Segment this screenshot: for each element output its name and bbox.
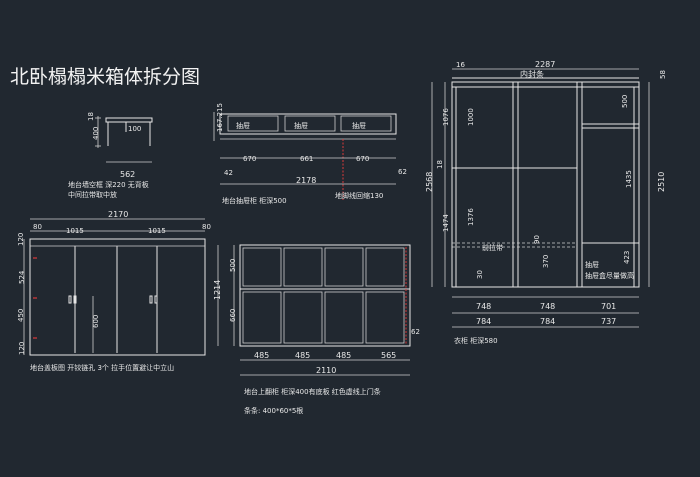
drawer-total: 2178 (296, 176, 316, 185)
wardrobe-inner-500: 500 (621, 95, 629, 108)
wardrobe-inner-423: 423 (623, 251, 631, 264)
wardrobe-label-front: 前拉带 (482, 243, 503, 252)
drawer-cabinet (213, 112, 397, 200)
wardrobe-mid: 18 (436, 160, 444, 169)
wardrobe-top-small: 16 (456, 61, 465, 69)
shelf-dim-400: 400 (92, 127, 100, 140)
wardrobe-small-90: 90 (533, 235, 541, 244)
wardrobe-right-top: 58 (659, 70, 667, 79)
flip-width-1: 485 (254, 351, 269, 360)
drawer-right-offset: 62 (398, 168, 407, 176)
drawer-width-3: 670 (356, 155, 369, 163)
wardrobe-small-370: 370 (542, 255, 550, 268)
cover-left-dim-2: 524 (18, 270, 26, 284)
shelf-caption-2: 中间拉带取中放 (68, 190, 117, 199)
cover-board (23, 218, 206, 356)
drawer-width-2: 661 (300, 155, 313, 163)
cover-left-dim-4: 120 (18, 342, 26, 355)
drawer-caption: 地台抽屉柜 柜深500 (222, 196, 287, 205)
cover-caption: 地台盖板图 开铰链孔 3个 拉手位置避让中立山 (30, 363, 174, 372)
wardrobe-left-dim-1: 1076 (442, 108, 450, 126)
cover-top-dim-3: 1015 (148, 227, 166, 235)
flip-width-4: 565 (381, 351, 396, 360)
drawing-title: 北卧榻榻米箱体拆分图 (10, 66, 200, 88)
cover-left-dim-3: 450 (17, 309, 25, 322)
wardrobe-inner-height: 2510 (657, 172, 666, 192)
cover-top-dim-1: 80 (33, 223, 42, 231)
wardrobe-total-width: 2287 (535, 60, 555, 69)
wardrobe-inner-1000: 1000 (467, 108, 475, 126)
flip-height-1: 500 (229, 259, 237, 272)
cover-left-dim-1: 120 (17, 233, 25, 246)
shelf-top-dim: 562 (120, 170, 135, 179)
flip-caption-1: 地台上翻柜 柜深400有底板 红色虚线上门条 (244, 387, 381, 396)
wardrobe-caption: 衣柜 柜深580 (454, 336, 498, 345)
cover-handle-dim: 600 (92, 315, 100, 328)
flip-cabinet (217, 244, 411, 376)
flip-width-3: 485 (336, 351, 351, 360)
drawer-label-1: 抽屉 (236, 121, 250, 130)
cover-top-dim-2: 1015 (66, 227, 84, 235)
wardrobe-w1-3: 701 (601, 302, 616, 311)
wardrobe-label-drawer: 抽屉 (585, 260, 599, 269)
shelf-dim-100: 100 (128, 125, 141, 133)
wardrobe-w1-2: 748 (540, 302, 555, 311)
flip-caption-2: 条条: 400*60*5根 (244, 406, 303, 415)
wardrobe-w1-1: 748 (476, 302, 491, 311)
wardrobe-top-label: 内封条 (520, 69, 544, 79)
shelf-frame (95, 116, 153, 163)
drawer-width-1: 670 (243, 155, 256, 163)
wardrobe-w2-3: 737 (601, 317, 616, 326)
wardrobe-inner-1435: 1435 (625, 170, 633, 188)
drawer-left-dim: 167.215 (216, 103, 224, 132)
wardrobe-w2-2: 784 (540, 317, 555, 326)
flip-total-height: 1214 (213, 280, 222, 300)
flip-height-2: 660 (229, 309, 237, 322)
cover-total: 2170 (108, 210, 128, 219)
drawer-caption-2: 地脚线回缩130 (335, 191, 383, 200)
wardrobe (431, 68, 650, 328)
wardrobe-left-dim-2: 1474 (442, 214, 450, 232)
cover-top-dim-4: 80 (202, 223, 211, 231)
flip-width-2: 485 (295, 351, 310, 360)
drawer-label-3: 抽屉 (352, 121, 366, 130)
shelf-dim-18: 18 (87, 112, 95, 121)
wardrobe-small-30: 30 (476, 270, 484, 279)
wardrobe-inner-1376: 1376 (467, 208, 475, 226)
wardrobe-w2-1: 784 (476, 317, 491, 326)
flip-total: 2110 (316, 366, 336, 375)
flip-right-dim: 62 (411, 328, 420, 336)
shelf-caption-1: 地台墙空框 深220 无背板 (68, 180, 149, 189)
drawer-label-2: 抽屉 (294, 121, 308, 130)
drawer-left-offset: 42 (224, 169, 233, 177)
wardrobe-label-drawer-box: 抽屉盒尽量做高 (585, 271, 634, 280)
wardrobe-outer-height: 2568 (425, 172, 434, 192)
